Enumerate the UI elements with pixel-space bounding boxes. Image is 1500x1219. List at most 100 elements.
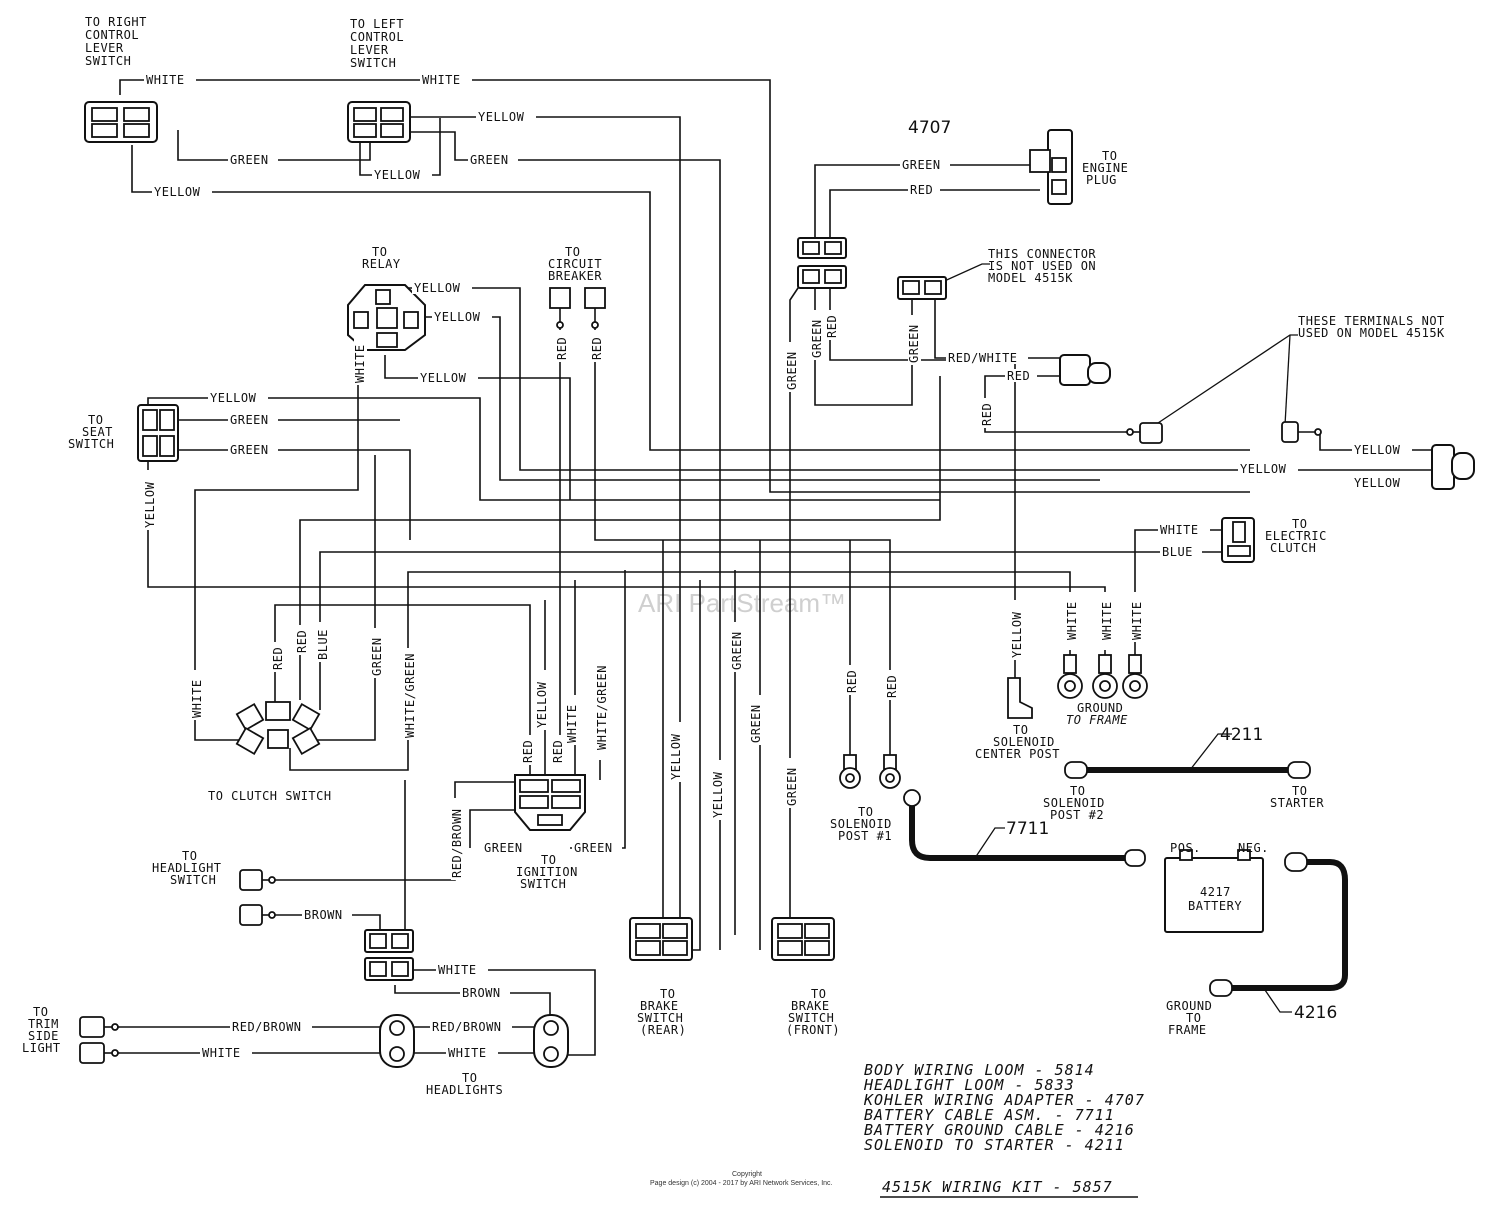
caption-ground-1: GROUND (1077, 701, 1123, 715)
wl-white-g2: WHITE (1100, 601, 1114, 640)
connectors (79, 101, 1475, 1068)
headlight-loom-connector-upper (364, 929, 414, 953)
wl-green-a1: GREEN (785, 351, 799, 390)
wl-yellow-solc: YELLOW (1010, 611, 1024, 658)
caption-hlsw-3: SWITCH (170, 873, 216, 887)
caption-right-lever-3: LEVER (85, 41, 124, 55)
leader-4211 (1189, 733, 1232, 771)
caption-ign-3: SWITCH (520, 877, 566, 891)
legend-line-6: SOLENOID TO STARTER - 4211 (864, 1136, 1125, 1154)
relay-connector (347, 284, 426, 351)
wire-red-white (934, 290, 1065, 359)
caption-left-lever-4: SWITCH (350, 56, 396, 70)
clutch-switch-connector (235, 701, 321, 756)
part-4216: 4216 (1294, 1003, 1337, 1023)
caption-cb-1: TO (565, 245, 580, 259)
wl-green-brake3: GREEN (785, 767, 799, 806)
cable-4216 (1222, 859, 1348, 991)
wire-labels: WHITE WHITE YELLOW GREEN GREEN YELLOW YE… (143, 73, 1412, 1060)
wl-green-brake1: GREEN (730, 631, 744, 670)
wl-yellow-relay2: YELLOW (434, 310, 481, 324)
brake-switch-rear-connector (629, 917, 693, 961)
caption-solc-1: TO (1013, 723, 1028, 737)
battery (1164, 849, 1264, 933)
wl-rb-trim: RED/BROWN (232, 1020, 302, 1034)
wire-white-hl (410, 969, 596, 1056)
wl-red-cb2: RED (590, 337, 604, 360)
caption-brake-rear-1: TO (660, 987, 675, 1001)
caption-right-lever-4: SWITCH (85, 54, 131, 68)
caption-eclutch-2: ELECTRIC (1265, 529, 1327, 543)
caption-solc-2: SOLENOID (993, 735, 1055, 749)
wire-yellow-right-lever (131, 145, 1250, 451)
legend-line-2: HEADLIGHT LOOM - 5833 (863, 1076, 1075, 1094)
wire-green-adapter-1 (789, 284, 801, 920)
caption-starter-1: TO (1292, 784, 1307, 798)
wire-yellow-seat (147, 397, 940, 501)
wl-yellow-ign: YELLOW (535, 681, 549, 728)
caption-eclutch-3: CLUTCH (1270, 541, 1316, 555)
caption-headlights-2: HEADLIGHTS (426, 1083, 503, 1097)
caption-left-lever-1: TO LEFT (350, 17, 404, 31)
terminal-4216-b (1209, 979, 1233, 997)
wl-yellow-seat: YELLOW (210, 391, 257, 405)
caption-brake-rear-2: BRAKE (640, 999, 679, 1013)
wl-green-unused: GREEN (907, 324, 921, 363)
captions: TO RIGHT CONTROL LEVER SWITCH TO LEFT CO… (22, 15, 1445, 1097)
wl-green-ign-l: GREEN (484, 841, 523, 855)
wire-blue-eclutch (319, 551, 1225, 710)
wire-red-engine (829, 189, 1040, 240)
caption-trim-1: TO (33, 1005, 48, 1019)
terminal-4216-a (1284, 852, 1308, 872)
wl-green-a2: GREEN (810, 319, 824, 358)
wl-yellow-r1: YELLOW (1354, 443, 1401, 457)
caption-trim-3: SIDE (28, 1029, 59, 1043)
terminal-7711-b (1124, 849, 1146, 867)
wl-white-g3: WHITE (1130, 601, 1144, 640)
legend-line-1: BODY WIRING LOOM - 5814 (864, 1061, 1095, 1079)
unused-terminal-1 (1125, 422, 1163, 444)
caption-trim-2: TRIM (28, 1017, 59, 1031)
terminal-4211-b (1287, 761, 1311, 779)
wl-green-seat1: GREEN (230, 413, 269, 427)
wire-red-clutch (299, 376, 941, 700)
wire-yellow-relay-2 (420, 316, 1100, 481)
wl-red-white: RED/WHITE (948, 351, 1018, 365)
leader-terminals-2 (1284, 334, 1291, 426)
wl-green-seat2: GREEN (230, 443, 269, 457)
note-connector-1: THIS CONNECTOR (988, 247, 1096, 261)
caption-right-lever-2: CONTROL (85, 28, 139, 42)
wl-red-sol2: RED (885, 675, 899, 698)
diagram-title: 4515K WIRING KIT - 5857 (882, 1178, 1113, 1196)
note-terminals-1: THESE TERMINALS NOT (1298, 314, 1445, 328)
adapter-connector-lower (797, 265, 847, 289)
unused-connector (897, 276, 947, 300)
right-lever-connector (84, 101, 158, 143)
caption-brake-front-2: BRAKE (791, 999, 830, 1013)
wl-brown-hl: BROWN (462, 986, 501, 1000)
battery-model: 4217 (1200, 885, 1231, 899)
wire-brake-rear-2 (690, 580, 701, 951)
left-lever-connector (347, 101, 411, 143)
leader-7711 (974, 827, 1005, 859)
wl-red-a: RED (825, 315, 839, 338)
battery-neg: NEG. (1238, 841, 1269, 855)
solenoid-center-terminal (1007, 677, 1033, 719)
caption-ign-2: IGNITION (516, 865, 578, 879)
caption-sol2-2: SOLENOID (1043, 796, 1105, 810)
seat-switch-connector (137, 404, 179, 462)
caption-bground-1: GROUND (1166, 999, 1212, 1013)
caption-trim-4: LIGHT (22, 1041, 61, 1055)
caption-brake-front-4: (FRONT) (786, 1023, 840, 1037)
headlight-right (533, 1014, 569, 1068)
copyright-line-2: Page design (c) 2004 - 2017 by ARI Netwo… (650, 1180, 833, 1187)
solenoid-post1-rings (839, 754, 901, 789)
wire-red-loop (984, 375, 1125, 433)
caption-brake-front-3: SWITCH (788, 1011, 834, 1025)
wl-red-clutch2: RED (295, 630, 309, 653)
leaders (939, 263, 1298, 1013)
electric-clutch-connector (1221, 517, 1255, 563)
wl-brown-hlsw: BROWN (304, 908, 343, 922)
caption-bground-2: TO (1186, 1011, 1201, 1025)
